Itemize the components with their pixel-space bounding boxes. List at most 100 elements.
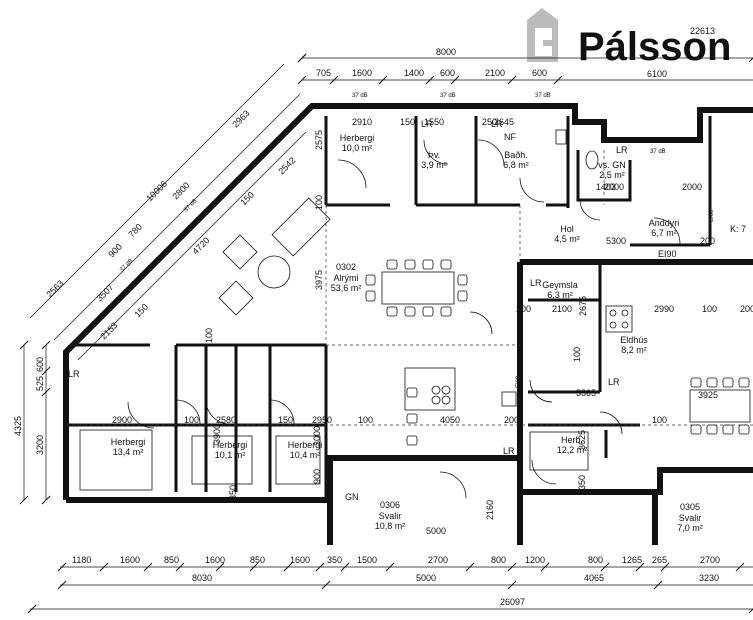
dim-left-0: 600 (35, 357, 45, 372)
dining-table (381, 271, 455, 305)
room-name: Hol (560, 224, 574, 234)
dim-top-overall: 8000 (436, 47, 456, 57)
room-ba-h--2: Baðh.6,8 m² (503, 150, 529, 170)
interior-dim-33: 100 (572, 347, 582, 362)
nf-label: NF (504, 132, 516, 142)
dim-bot-9: 800 (491, 555, 506, 565)
dim-bot2-2: 4065 (584, 573, 604, 583)
room-area: 6,3 m² (547, 290, 573, 300)
interior-dim-29: 350 (228, 485, 238, 500)
dim-bot-6: 350 (327, 555, 342, 565)
dim-top-seg-3: 600 (440, 68, 455, 78)
interior-dim-32: 200 (504, 415, 519, 425)
dim-left-2: 4325 (13, 416, 23, 436)
lr-label: LR (530, 278, 542, 288)
bed-2 (191, 435, 253, 485)
room-name: Herbergi (111, 437, 146, 447)
dim-bot-14: 2700 (700, 555, 720, 565)
interior-dim-1: 150 (400, 117, 415, 127)
gn-label: GN (345, 492, 359, 502)
sofa (271, 197, 331, 257)
dim-bot2-1: 5000 (416, 573, 436, 583)
interior-dim-5: 2575 (314, 130, 324, 150)
room-name: Anddyri (649, 218, 680, 228)
room-name: Þv. (428, 150, 440, 160)
interior-dim-2: 1550 (424, 117, 444, 127)
dim-diag-inner-3: 2153 (98, 320, 119, 341)
palsson-logo-icon (527, 8, 558, 62)
interior-dim-38: 200 (740, 304, 753, 314)
interior-dim-0: 2910 (352, 117, 372, 127)
db-label-1: 37 dB (352, 93, 368, 99)
dim-bot-5: 1600 (290, 555, 310, 565)
dim-bot-13: 265 (652, 555, 667, 565)
kitchen-island (404, 367, 456, 411)
dim-bot-0: 1180 (72, 555, 91, 565)
walls (63, 103, 753, 545)
room-name: vs. GN (598, 160, 626, 170)
dim-diag-3: 10006 (144, 179, 169, 204)
dim-diag-inner-4: 3507 (94, 282, 115, 303)
db-label-2: 37 dB (440, 93, 456, 99)
room-name: Eldhús (620, 335, 648, 345)
interior-dim-14: 3365 (576, 388, 596, 398)
dim-bot-1: 1600 (120, 555, 140, 565)
dim-left-3: 3200 (35, 435, 45, 455)
interior-dim-34: 100 (652, 415, 667, 425)
dim-bot-7: 1500 (357, 555, 377, 565)
dim-top-seg-2: 1400 (404, 68, 424, 78)
bottom-dimensions: 1180 1600 850 1600 850 1600 350 1500 270… (27, 555, 753, 614)
ei90-label: EI90 (516, 375, 522, 388)
room-area: 3,9 m² (421, 160, 447, 170)
db-label-diag-2: 37 dB (119, 258, 134, 273)
dim-bot-8: 2700 (428, 555, 448, 565)
dim-diag-1: 900 (106, 242, 124, 260)
interior-dim-23: 2950 (312, 415, 332, 425)
project-code: 22613 (690, 26, 715, 36)
interior-dim-10: 100 (702, 304, 717, 314)
dim-diag-inner-1: 150 (238, 190, 256, 208)
dim-top-seg-1: 1600 (352, 68, 372, 78)
interior-dim-3: 250 (482, 117, 497, 127)
room-name: Herbergi (213, 440, 248, 450)
dim-top-seg-0: 705 (316, 68, 331, 78)
dim-diag-2: 780 (126, 222, 144, 240)
dim-top-right: 6100 (647, 69, 667, 79)
room-area: 6,8 m² (503, 160, 529, 170)
interior-dim-37: 200 (700, 236, 715, 246)
interior-dim-26: 3900 (212, 424, 222, 444)
lr-label: LR (503, 446, 515, 456)
door-swings (127, 139, 681, 499)
dim-bot-2: 850 (164, 555, 179, 565)
interior-dim-18: 5000 (426, 526, 446, 536)
room-area: 13,4 m² (113, 447, 144, 457)
room-area: 6,7 m² (651, 228, 677, 238)
interior-dim-19: 2900 (112, 415, 132, 425)
interior-dim-4: 2645 (494, 117, 514, 127)
lr-label: LR (608, 377, 620, 387)
room--v--1: Þv.3,9 m² (421, 150, 447, 170)
dim-bot2-0: 8030 (192, 573, 212, 583)
dim-bot-11: 800 (588, 555, 603, 565)
dim-diag-4: 2800 (170, 180, 191, 201)
stove (605, 305, 633, 333)
room-area: 12,2 m² (557, 445, 588, 455)
toilet (585, 150, 599, 170)
dim-top-seg-4: 2100 (485, 68, 505, 78)
interior-dim-24: 100 (358, 415, 373, 425)
bed-1 (79, 429, 153, 491)
interior-dim-35: 3925 (698, 390, 718, 400)
room-name: Herb. (561, 435, 583, 445)
dim-bot2-3: 3230 (699, 573, 719, 583)
lr-label: LR (421, 119, 433, 129)
dashed-lines (66, 150, 753, 426)
db-label-3: 37 dB (535, 93, 551, 99)
